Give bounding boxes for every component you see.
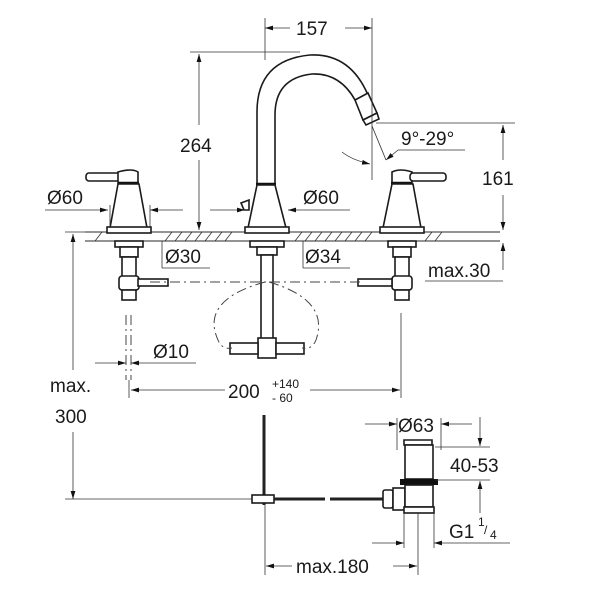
- label-hole-left: Ø30: [165, 247, 201, 268]
- label-thread-g1: G1: [449, 522, 474, 543]
- hose-loop-left: [213, 281, 266, 349]
- label-pullrod-reach: max.180: [296, 557, 369, 578]
- dim-swivel-angle: 9°-29°: [341, 125, 465, 165]
- label-thread-den: 4: [490, 528, 497, 542]
- label-hole-center: Ø34: [305, 247, 341, 268]
- label-thread-num: 1: [478, 515, 485, 529]
- right-handle-valve: [357, 169, 447, 301]
- fraction-slash: /: [484, 523, 488, 537]
- hose-loop-right: [268, 281, 320, 349]
- flex-hose-detail: [125, 315, 132, 380]
- label-drain-height: 40-53: [450, 456, 499, 477]
- label-drain-diameter: Ø63: [398, 416, 434, 437]
- dim-hole-left: Ø30: [161, 241, 210, 269]
- dim-hose-diameter: Ø10: [95, 342, 196, 366]
- dim-handle-base: Ø60: [45, 188, 183, 228]
- label-swivel-angle: 9°-29°: [401, 129, 454, 150]
- countertop-deck: [65, 231, 500, 242]
- dim-spout-height: 264: [180, 51, 300, 230]
- dim-max-depth: max. 300: [50, 234, 252, 500]
- dim-drain-thread: G1 1 / 4: [372, 513, 510, 548]
- dim-spout-reach: 157: [264, 18, 373, 180]
- dim-spout-base: Ø60: [210, 188, 350, 213]
- left-handle-valve: [85, 169, 169, 301]
- label-center-spacing: 200: [228, 382, 260, 403]
- dim-aerator-height: 161: [376, 122, 515, 230]
- dim-center-spacing: 200 +140 - 60: [128, 313, 402, 405]
- dim-deck-thickness: max.30: [425, 243, 506, 282]
- label-max: max.: [50, 376, 91, 397]
- label-157: 157: [296, 19, 328, 40]
- dim-drain-height: 40-53: [435, 417, 499, 513]
- spout: [229, 54, 380, 359]
- label-300: 300: [55, 407, 87, 428]
- label-deck-thickness: max.30: [428, 261, 490, 282]
- label-tolerance-minus: - 60: [272, 391, 293, 405]
- label-spout-base-diameter: Ø60: [303, 188, 339, 209]
- dim-hole-center: Ø34: [302, 241, 350, 269]
- dim-pullrod-reach: max.180: [264, 505, 419, 578]
- label-tolerance-plus: +140: [272, 377, 299, 391]
- pop-up-drain: [251, 415, 438, 514]
- dim-drain-diameter: Ø63: [365, 416, 472, 450]
- label-161: 161: [482, 169, 514, 190]
- label-264: 264: [180, 136, 212, 157]
- label-handle-base-diameter: Ø60: [47, 188, 83, 209]
- label-hose-diameter: Ø10: [153, 342, 189, 363]
